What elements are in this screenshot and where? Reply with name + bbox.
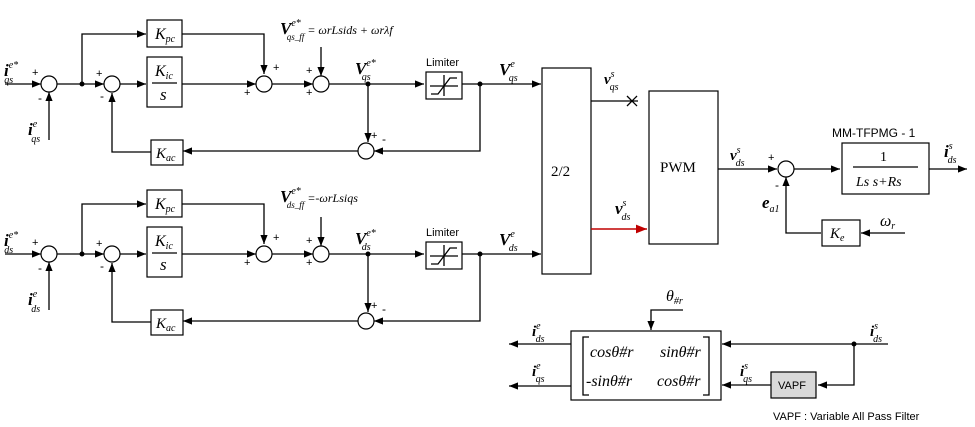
svg-text:+: + bbox=[371, 130, 377, 142]
svg-text:+: + bbox=[371, 300, 377, 312]
d-ff-sum bbox=[312, 245, 330, 263]
svg-text:-: - bbox=[382, 132, 386, 146]
svg-text:+: + bbox=[306, 235, 312, 247]
d-pi-sum bbox=[255, 245, 273, 263]
svg-text:sinθ#r: sinθ#r bbox=[660, 344, 702, 361]
svg-text:+: + bbox=[273, 232, 279, 244]
svg-text:+: + bbox=[32, 67, 38, 79]
q-error-sum bbox=[40, 75, 58, 93]
svg-text:-: - bbox=[382, 302, 386, 316]
q-feedforward-label: Ve*qs_ff= ωrLsids + ωrλf bbox=[280, 18, 394, 42]
q-inner-sum bbox=[103, 75, 121, 93]
svg-text:+: + bbox=[306, 65, 312, 77]
svg-text:Kic: Kic bbox=[154, 63, 173, 82]
svg-text:1: 1 bbox=[880, 150, 887, 165]
q-kic-block bbox=[146, 56, 183, 108]
vapf-block bbox=[770, 371, 817, 399]
q-kpc-block bbox=[146, 19, 183, 48]
svg-text:s: s bbox=[160, 85, 167, 104]
svg-text:+: + bbox=[32, 237, 38, 249]
bemf-label: ea1 bbox=[762, 193, 780, 215]
svg-text:Kac: Kac bbox=[155, 146, 176, 164]
q-pi-sum bbox=[255, 75, 273, 93]
d-inner-sum bbox=[103, 245, 121, 263]
d-kpc-block bbox=[146, 189, 183, 218]
q-ff-sum bbox=[312, 75, 330, 93]
svg-text:+: + bbox=[96, 68, 102, 80]
theta-label: θ#r bbox=[666, 288, 683, 307]
svg-text:VAPF: VAPF bbox=[778, 380, 806, 392]
d-feedforward-label: Ve*ds_ff=-ωrLsiqs bbox=[280, 186, 358, 210]
svg-text:PWM: PWM bbox=[660, 160, 696, 176]
plant-title: MM-TFPMG - 1 bbox=[832, 126, 916, 140]
d-kac-block bbox=[150, 309, 184, 336]
rotation-matrix-block bbox=[570, 330, 722, 401]
svg-text:2/2: 2/2 bbox=[551, 164, 570, 180]
svg-text:+: + bbox=[244, 87, 250, 99]
svg-text:Kic: Kic bbox=[154, 233, 173, 252]
svg-text:Ls s+Rs: Ls s+Rs bbox=[855, 175, 902, 190]
svg-text:s: s bbox=[160, 255, 167, 274]
svg-text:Kac: Kac bbox=[155, 316, 176, 334]
q-vref-label: Ve*qs bbox=[355, 58, 376, 83]
d-vref-label: Ve*ds bbox=[355, 228, 376, 253]
svg-text:-: - bbox=[775, 178, 779, 192]
svg-text:-: - bbox=[38, 261, 42, 275]
d-kic-block bbox=[146, 226, 183, 278]
svg-text:Kpc: Kpc bbox=[154, 196, 176, 215]
svg-text:-: - bbox=[100, 89, 104, 103]
q-aw-sum bbox=[357, 142, 375, 160]
svg-text:+: + bbox=[244, 257, 250, 269]
d-aw-sum bbox=[357, 312, 375, 330]
omega-r-label: ωr bbox=[880, 213, 895, 232]
d-error-sum bbox=[40, 245, 58, 263]
svg-text:cosθ#r: cosθ#r bbox=[657, 373, 701, 390]
q-input-label: ie*qs bbox=[4, 60, 18, 86]
svg-text:cosθ#r: cosθ#r bbox=[590, 344, 634, 361]
svg-text:+: + bbox=[306, 87, 312, 99]
svg-text:+: + bbox=[96, 238, 102, 250]
svg-text:+: + bbox=[768, 152, 774, 164]
svg-text:-sinθ#r: -sinθ#r bbox=[586, 373, 633, 390]
d-input-label: ie*ds bbox=[4, 230, 18, 256]
svg-text:-: - bbox=[100, 259, 104, 273]
svg-text:+: + bbox=[306, 257, 312, 269]
q-kac-block bbox=[150, 139, 184, 166]
svg-text:Ke: Ke bbox=[829, 226, 845, 244]
plant-sum bbox=[777, 160, 795, 178]
pwm-block bbox=[648, 90, 719, 245]
svg-text:Kpc: Kpc bbox=[154, 26, 176, 45]
transform-block bbox=[541, 67, 592, 275]
d-limiter-label: Limiter bbox=[426, 227, 459, 239]
ke-block bbox=[821, 219, 861, 247]
svg-text:+: + bbox=[273, 62, 279, 74]
svg-text:-: - bbox=[38, 91, 42, 105]
q-limiter-label: Limiter bbox=[426, 57, 459, 69]
footnote: VAPF : Variable All Pass Filter bbox=[773, 411, 920, 423]
